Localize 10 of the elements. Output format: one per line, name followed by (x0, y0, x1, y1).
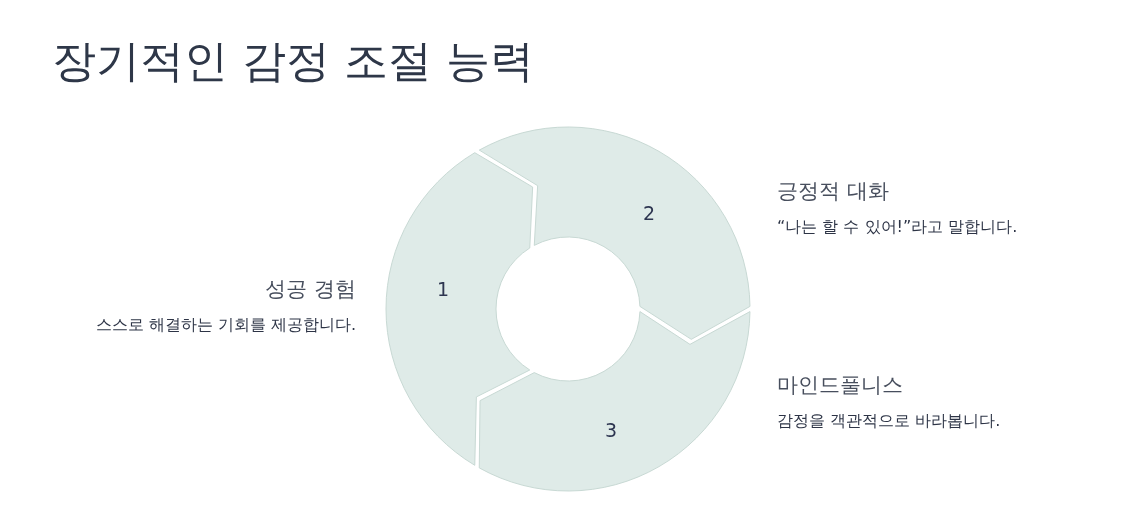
diagram-title: 장기적인 감정 조절 능력 (52, 34, 534, 88)
step-title: 마인드풀니스 (777, 372, 903, 399)
step-number: 2 (642, 201, 656, 225)
step-title: 성공 경험 (265, 276, 356, 303)
step-description: 감정을 객관적으로 바라봅니다. (777, 410, 1001, 432)
step-number: 1 (436, 277, 450, 301)
step-description: “나는 할 수 있어!”라고 말합니다. (777, 216, 1018, 238)
step-title: 긍정적 대화 (777, 178, 889, 205)
step-description: 스스로 해결하는 기회를 제공합니다. (95, 314, 356, 336)
step-number: 3 (604, 418, 618, 442)
